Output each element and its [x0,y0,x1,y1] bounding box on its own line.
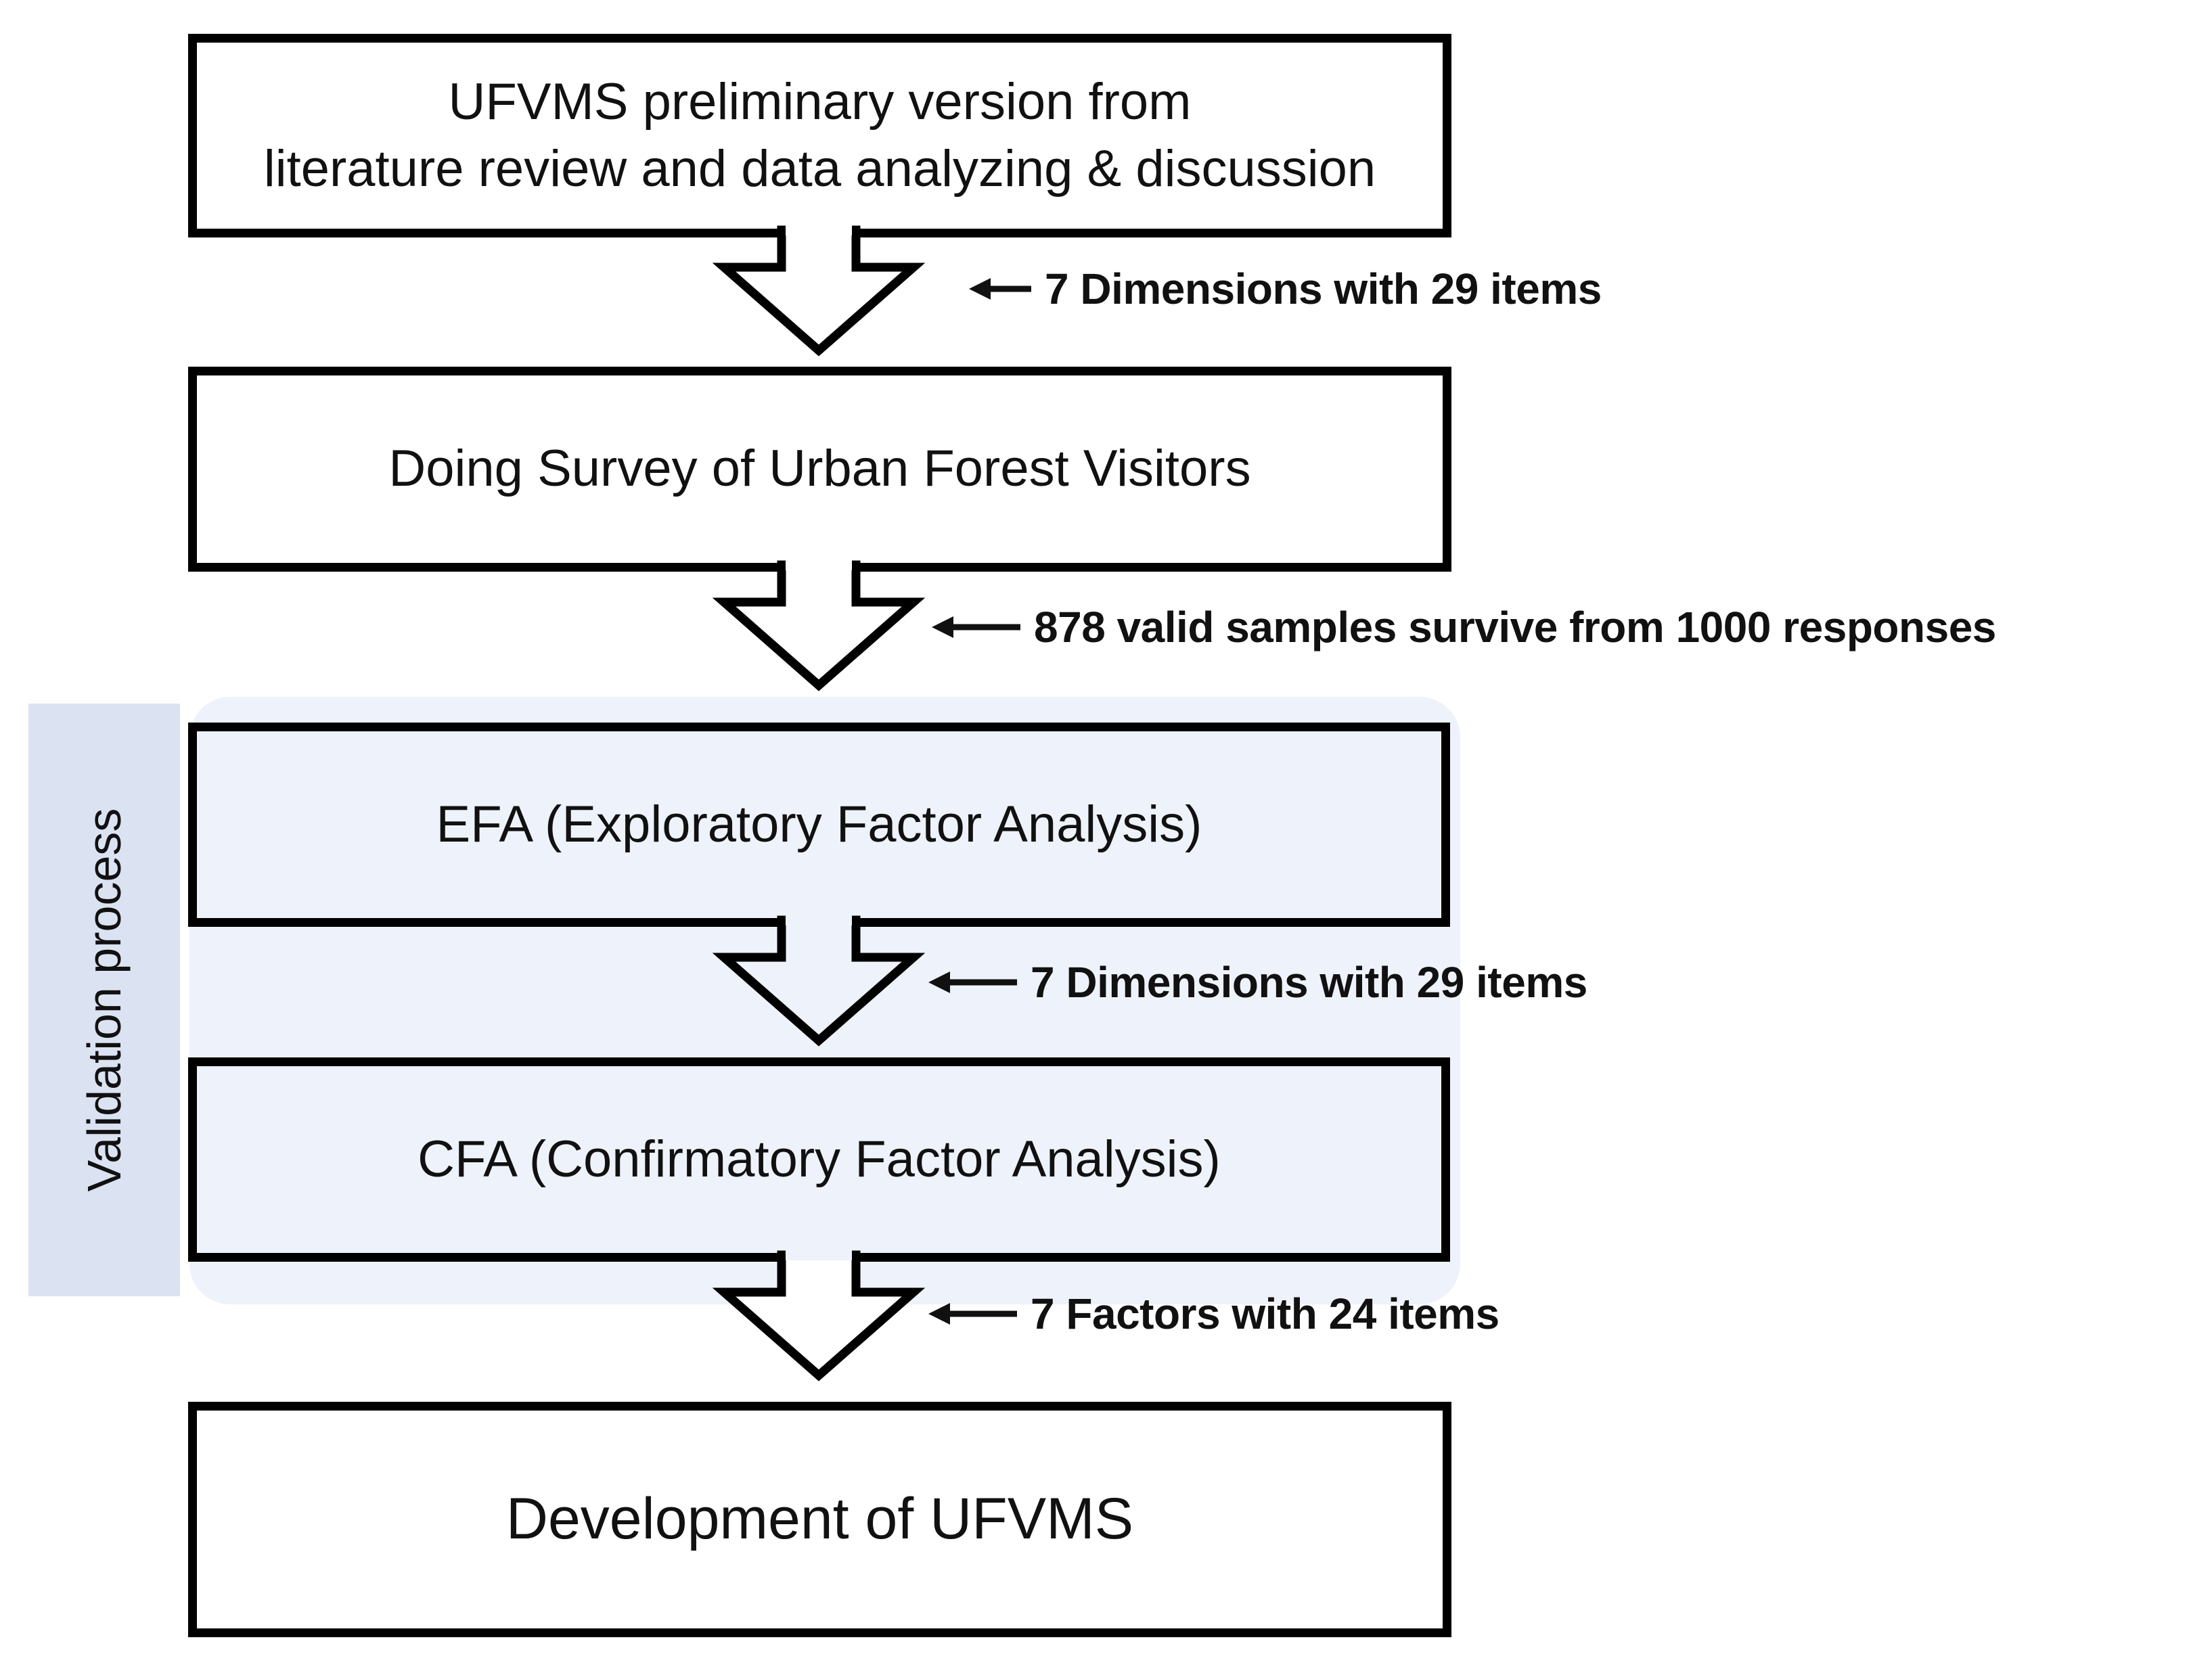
left-arrow-icon [928,971,1017,993]
node-ufvms-preliminary-line1: UFVMS preliminary version from [448,72,1192,131]
node-ufvms-preliminary[interactable]: UFVMS preliminary version from literatur… [188,34,1451,237]
node-cfa-label: CFA (Confirmatory Factor Analysis) [417,1130,1221,1188]
validation-process-label: Validation process [78,808,131,1192]
left-arrow-icon [932,616,1020,638]
connector-1-block-arrow [712,222,926,357]
left-arrow-icon [969,278,1031,300]
connector-4-block-arrow [712,1247,926,1381]
validation-process-panel: Validation process [28,704,180,1296]
node-survey[interactable]: Doing Survey of Urban Forest Visitors [188,367,1451,572]
node-efa-label: EFA (Exploratory Factor Analysis) [436,795,1202,853]
connector-4-label: 7 Factors with 24 items [1031,1289,1499,1338]
node-development[interactable]: Development of UFVMS [188,1402,1451,1637]
connector-1-label: 7 Dimensions with 29 items [1045,265,1602,313]
connector-4-annotation: 7 Factors with 24 items [927,1289,1499,1339]
connector-2-block-arrow [712,557,926,691]
connector-3-annotation: 7 Dimensions with 29 items [927,957,1587,1007]
left-arrow-icon [928,1303,1017,1325]
connector-2-label: 878 valid samples survive from 1000 resp… [1034,603,1996,651]
node-survey-label: Doing Survey of Urban Forest Visitors [388,440,1251,498]
node-development-label: Development of UFVMS [505,1486,1134,1552]
node-ufvms-preliminary-line2: literature review and data analyzing & d… [263,139,1376,198]
connector-3-block-arrow [712,912,926,1047]
connector-3-label: 7 Dimensions with 29 items [1031,958,1587,1007]
node-cfa[interactable]: CFA (Confirmatory Factor Analysis) [188,1057,1450,1262]
connector-2-annotation: 878 valid samples survive from 1000 resp… [930,602,1996,652]
connector-1-annotation: 7 Dimensions with 29 items [968,264,1602,314]
node-efa[interactable]: EFA (Exploratory Factor Analysis) [188,723,1450,927]
